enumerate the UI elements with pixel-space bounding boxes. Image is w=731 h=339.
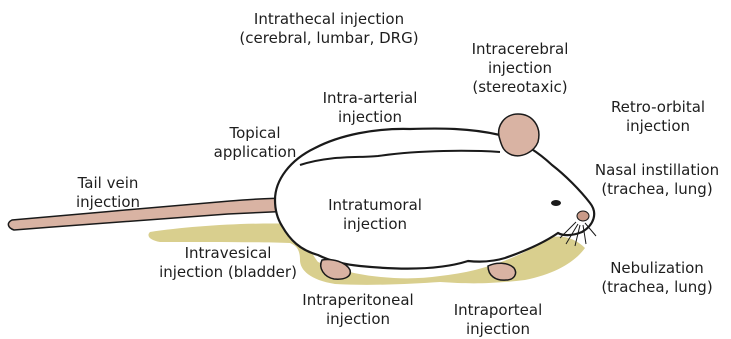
label-intrathecal-injection: Intrathecal injection (cerebral, lumbar,… xyxy=(224,10,434,48)
ear xyxy=(499,114,539,156)
label-intra-arterial-injection: Intra-arterial injection xyxy=(310,89,430,127)
label-topical-application: Topical application xyxy=(200,124,310,162)
label-intracerebral-injection: Intracerebral injection (stereotaxic) xyxy=(460,40,580,97)
label-intraperitoneal-injection: Intraperitoneal injection xyxy=(290,291,426,329)
label-tail-vein-injection: Tail vein injection xyxy=(58,174,158,212)
label-nebulization: Nebulization (trachea, lung) xyxy=(587,259,727,297)
label-intraporteal-injection: Intraporteal injection xyxy=(438,301,558,339)
label-nasal-instillation: Nasal instillation (trachea, lung) xyxy=(584,161,730,199)
label-intravesical-injection: Intravesical injection (bladder) xyxy=(148,244,308,282)
eye xyxy=(551,200,561,206)
label-intratumoral-injection: Intratumoral injection xyxy=(315,196,435,234)
nose xyxy=(577,211,589,221)
label-retro-orbital-injection: Retro-orbital injection xyxy=(598,98,718,136)
